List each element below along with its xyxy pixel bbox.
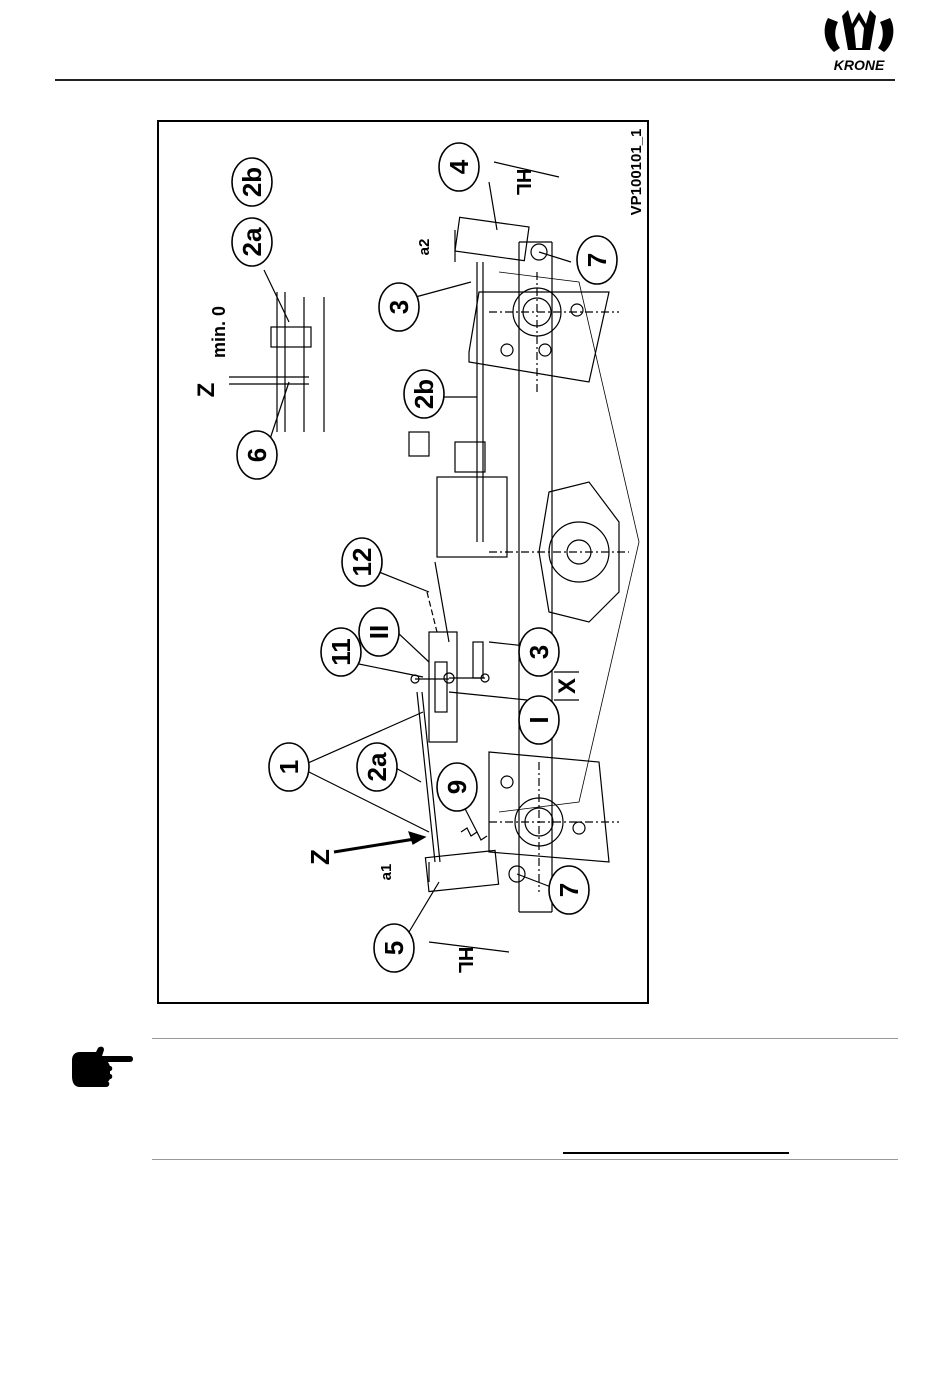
note-top-rule <box>152 1038 898 1039</box>
note-bottom-rule <box>152 1159 898 1160</box>
pointing-hand-icon <box>70 1044 134 1090</box>
label-9: 9 <box>442 780 472 794</box>
dim-hl-top: HL <box>512 169 534 196</box>
hub-middle <box>489 482 629 622</box>
label-11: 11 <box>326 638 356 666</box>
label-12: 12 <box>347 548 377 577</box>
dim-a2: a2 <box>416 239 433 256</box>
label-7-top: 7 <box>582 253 612 267</box>
label-2a-detail: 2a <box>237 227 267 256</box>
dim-x: X <box>554 678 581 694</box>
min-0-label: min. 0 <box>209 306 229 358</box>
hub-bottom <box>489 752 619 892</box>
figure-code: VP100101_1 <box>628 129 645 216</box>
label-5: 5 <box>379 941 409 955</box>
label-7-bottom: 7 <box>554 883 584 897</box>
label-I: I <box>524 716 554 723</box>
dim-a1: a1 <box>378 864 395 881</box>
callout-labels: 2b 2a 6 4 3 2b 7 12 II 11 3 I 1 2a 9 7 5 <box>237 159 612 955</box>
control-block <box>437 477 507 557</box>
label-6: 6 <box>242 448 272 462</box>
arrow-z-label: Z <box>305 849 335 865</box>
lever-4 <box>455 217 529 260</box>
detail-z <box>229 292 324 432</box>
note-underline <box>563 1152 789 1154</box>
label-II: II <box>364 625 394 639</box>
krone-logo: KRONE <box>818 4 900 76</box>
dim-hl-bottom: HL <box>454 947 476 974</box>
krone-crown-logo-icon <box>825 10 894 52</box>
label-2b-detail: 2b <box>237 167 267 197</box>
spring-9 <box>461 828 487 840</box>
header-rule <box>55 79 895 81</box>
brand-name: KRONE <box>834 57 885 73</box>
callout-circles <box>232 143 617 972</box>
label-3-top: 3 <box>384 300 414 314</box>
hub-top <box>469 272 619 392</box>
figure-frame: 2b 2a 6 4 3 2b 7 12 II 11 3 I 1 2a 9 7 5… <box>157 120 649 1004</box>
label-1: 1 <box>274 760 304 774</box>
label-2b: 2b <box>409 379 439 409</box>
label-4: 4 <box>444 159 474 174</box>
axle-diagram: 2b 2a 6 4 3 2b 7 12 II 11 3 I 1 2a 9 7 5… <box>159 122 649 1004</box>
label-2a: 2a <box>362 752 392 781</box>
axle-body <box>499 272 639 812</box>
label-3-bottom: 3 <box>524 645 554 659</box>
view-arrow-z <box>334 838 421 852</box>
detail-z-label: Z <box>193 383 220 398</box>
